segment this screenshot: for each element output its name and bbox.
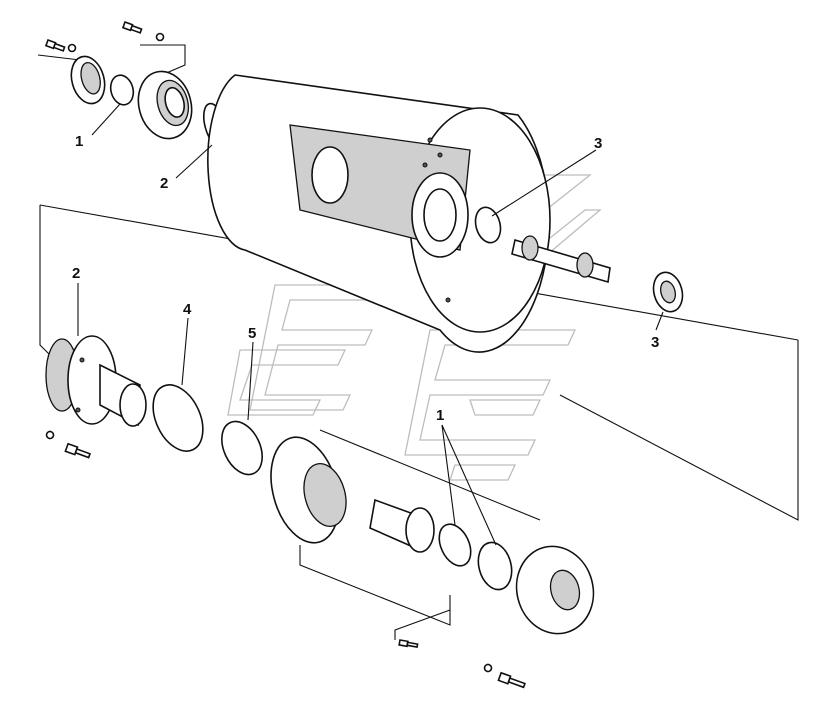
shaft-assembly [474, 206, 684, 313]
callout-5: 5 [248, 325, 256, 342]
end-coupling [515, 545, 595, 635]
lower-hex-bolt [483, 663, 526, 689]
bearing [474, 206, 502, 244]
guide-lines [37, 44, 799, 640]
sleeve [369, 498, 435, 553]
leader-lines [77, 103, 664, 546]
seal-ring [152, 384, 204, 452]
hex-bolt [45, 430, 92, 459]
callout-2-top: 2 [160, 175, 168, 192]
washer [67, 43, 77, 53]
bushing [221, 420, 263, 476]
callout-4: 4 [183, 301, 192, 318]
bolt [44, 38, 66, 52]
callout-1-top: 1 [75, 133, 83, 150]
o-ring-lower [438, 523, 472, 567]
small-flange [477, 541, 513, 591]
callout-3-top: 3 [594, 135, 602, 152]
main-flange [270, 436, 347, 544]
bolt [121, 20, 143, 34]
flange-hub [137, 70, 193, 140]
lower-hub [45, 335, 147, 427]
callout-2-left: 2 [72, 265, 80, 282]
callout-3-right: 3 [651, 334, 659, 351]
washer [155, 32, 165, 42]
drum-body [207, 74, 551, 353]
lower-bolt [398, 639, 419, 648]
o-ring [109, 74, 135, 106]
bearing-cap [70, 55, 106, 105]
top-left-hardware [44, 20, 228, 148]
callout-1-bottom: 1 [436, 407, 444, 424]
